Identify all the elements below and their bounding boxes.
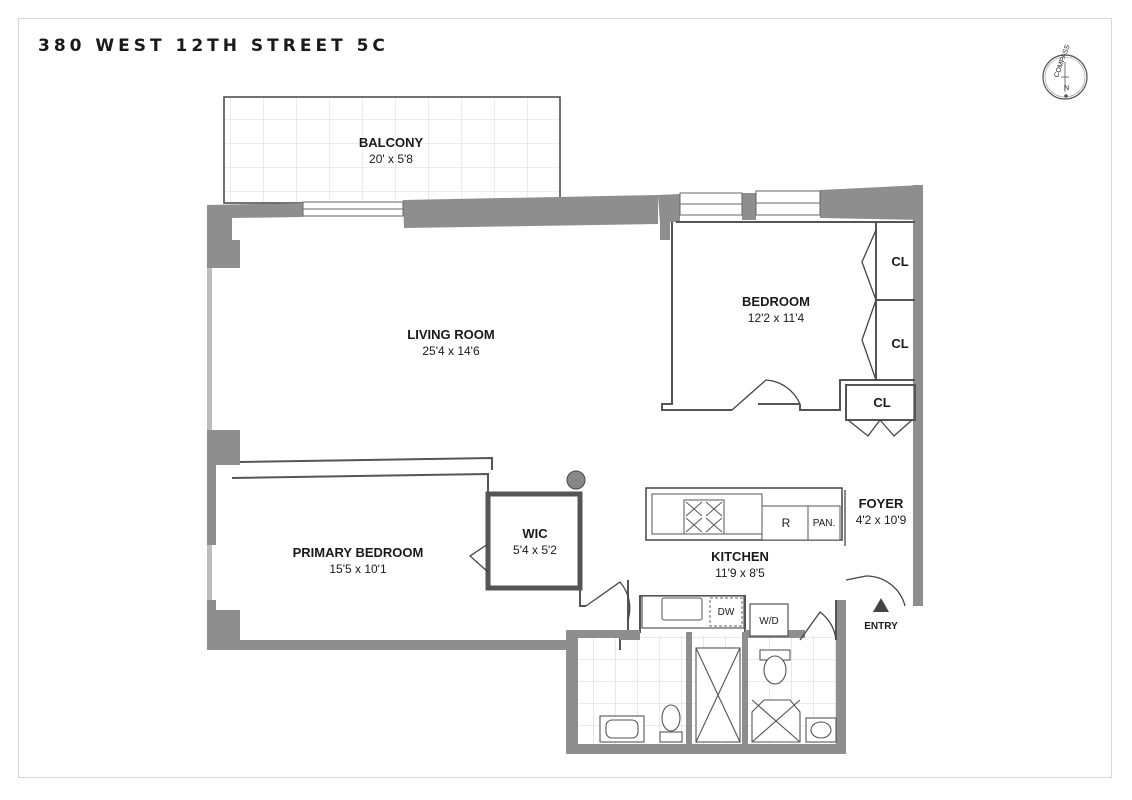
column [566,470,586,490]
dishwasher [709,597,743,627]
foyer-dims: 4'2 x 10'9 [856,513,907,527]
entry-marker-icon [873,598,889,612]
entry-label: ENTRY [864,621,898,632]
pantry-label: PAN. [813,518,836,529]
foyer-name: FOYER [859,496,904,511]
sink [661,597,703,621]
doors [468,229,913,641]
kitchen-island [645,487,846,546]
bedroom-name: BEDROOM [742,294,810,309]
balcony-dims: 20' x 5'8 [369,152,413,166]
walls [207,185,923,754]
compass-icon: COMPASS N [1042,44,1088,100]
washer-dryer [749,603,789,637]
page-frame [18,18,1112,778]
refrigerator [761,505,809,541]
primary-bedroom-dims: 15'5 x 10'1 [329,562,387,576]
interior-walls [231,221,916,744]
compass-north-label: N [1064,85,1069,92]
bathroom-fixtures [599,647,837,743]
washer-dryer-label: W/D [759,616,778,627]
wic-name: WIC [522,526,548,541]
windows [302,190,821,217]
dishwasher-label: DW [718,607,735,618]
bedroom-dims: 12'2 x 11'4 [748,311,805,325]
page-title: 380 WEST 12TH STREET 5C [38,36,389,56]
kitchen-dims: 11'9 x 8'5 [715,566,765,580]
wic-dims: 5'4 x 5'2 [513,543,557,557]
closet-label-3: CL [873,395,890,410]
living-room-name: LIVING ROOM [407,327,494,342]
living-room-dims: 25'4 x 14'6 [422,344,480,358]
kitchen-counter [641,595,789,637]
primary-bedroom-name: PRIMARY BEDROOM [293,545,424,560]
balcony [223,96,561,204]
pantry [807,505,841,541]
refrigerator-label: R [782,516,791,530]
balcony-name: BALCONY [359,135,424,150]
kitchen-name: KITCHEN [711,549,769,564]
closet-label-2: CL [891,336,908,351]
closet-label-1: CL [891,254,908,269]
